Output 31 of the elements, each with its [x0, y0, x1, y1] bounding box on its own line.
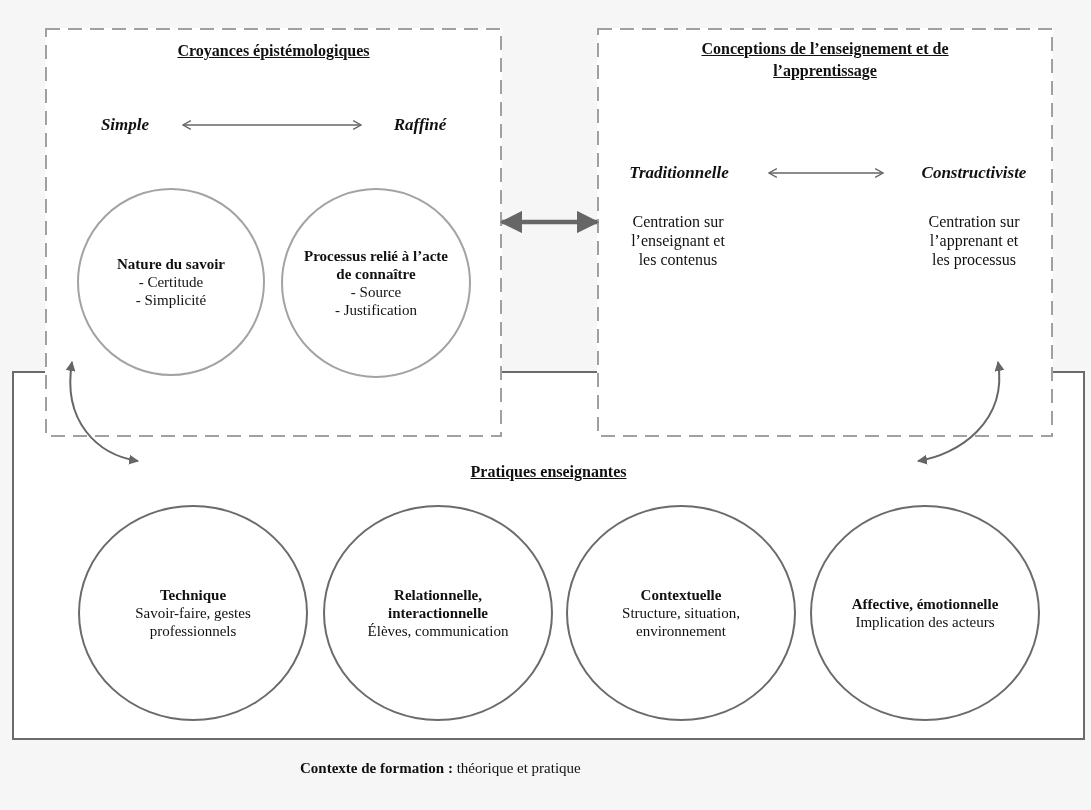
arrow	[66, 361, 139, 465]
arrow	[917, 361, 1004, 465]
description-text: Centration sur l’apprenant et les processus	[927, 212, 1021, 270]
circle-text: Savoir-faire, gestes professionnels	[134, 604, 252, 640]
circle-text: - Certitude	[138, 273, 204, 291]
circle-heading: Technique	[159, 586, 227, 604]
description-text: Centration sur l’enseignant et les contenus	[630, 212, 726, 270]
circle-heading: Affective, émotionnelle	[851, 595, 999, 613]
arrow	[182, 119, 362, 131]
caption-text: Contexte de formation : théorique et pratique	[300, 760, 581, 777]
circle-text: - Justification	[334, 301, 418, 319]
pole-term: Simple	[99, 114, 151, 136]
pole-term: Traditionnelle	[628, 162, 730, 184]
circle-text: Structure, situation, environnement	[621, 604, 741, 640]
pole-term: Raffiné	[392, 114, 448, 136]
circle-text: Implication des acteurs	[855, 613, 995, 631]
circle-text: Élèves, communication	[367, 622, 509, 640]
circle-heading: Contextuelle	[640, 586, 722, 604]
pole-term: Constructiviste	[920, 162, 1028, 184]
arrow	[499, 210, 600, 234]
dashed-panel	[597, 28, 1053, 437]
arrow	[768, 167, 884, 179]
dashed-panel	[45, 28, 502, 437]
circle-text: - Simplicité	[135, 291, 207, 309]
section-heading: Pratiques enseignantes	[470, 463, 627, 480]
circle-heading: Processus relié à l’acte de connaître	[303, 247, 449, 283]
section-heading: Croyances épistémologiques	[177, 42, 370, 59]
circle-text: - Source	[350, 283, 402, 301]
circle-heading: Nature du savoir	[116, 255, 226, 273]
section-heading: Conceptions de l’enseignement et de l’apprentissage	[701, 40, 949, 79]
circle-heading: Relationnelle, interactionnelle	[387, 586, 489, 622]
